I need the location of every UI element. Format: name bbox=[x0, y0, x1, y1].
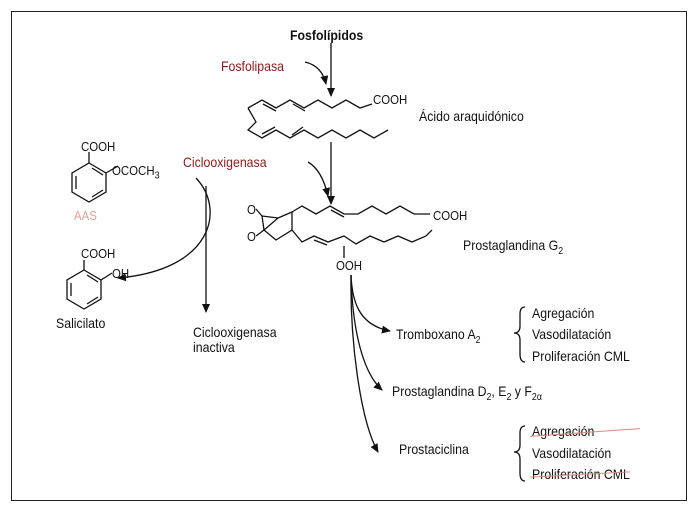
ring-o2: O bbox=[247, 229, 256, 244]
arrow-to-prostaglandins bbox=[350, 274, 383, 391]
tx-effect-aggregation: Agregación bbox=[532, 305, 595, 321]
label-arachidonic-acid: Ácido araquidónico bbox=[419, 108, 524, 124]
label-inactive-cox-line2: inactiva bbox=[193, 339, 235, 355]
label-pgg2: Prostaglandina G2 bbox=[463, 237, 564, 257]
salicylate-structure bbox=[66, 260, 113, 310]
label-salicylate: Salicilato bbox=[56, 315, 106, 331]
arrow-phospholipase bbox=[304, 61, 329, 85]
tx-effect-vasodilation: Vasodilatación bbox=[532, 326, 612, 342]
tx-effect-proliferation: Proliferación CML bbox=[532, 348, 630, 364]
label-inactive-cox-line1: Ciclooxigenasa bbox=[193, 324, 277, 340]
aas-structure bbox=[71, 152, 119, 203]
aas-cooh: COOH bbox=[81, 139, 116, 154]
arrow-to-prostacyclin bbox=[350, 274, 379, 453]
pgg2-structure bbox=[255, 205, 433, 258]
arachidonic-acid-structure bbox=[246, 99, 389, 139]
aa-cooh: COOH bbox=[373, 92, 408, 107]
enzyme-cyclooxygenase: Ciclooxigenasa bbox=[183, 154, 267, 170]
arrow-to-thromboxane bbox=[350, 274, 391, 334]
pgg2-ooh: OOH bbox=[336, 258, 363, 273]
figure-frame bbox=[11, 11, 687, 501]
label-prostaglandins: Prostaglandina D2, E2 y F2α bbox=[392, 383, 542, 403]
aas-ococh3: OCOCH3 bbox=[112, 163, 160, 182]
label-aas: AAS bbox=[74, 208, 97, 223]
arrow-cyclooxygenase bbox=[307, 161, 331, 197]
label-thromboxane: Tromboxano A2 bbox=[396, 326, 481, 346]
title-phospholipids: Fosfolípidos bbox=[290, 27, 364, 43]
sal-cooh: COOH bbox=[81, 246, 116, 261]
pgg2-cooh: COOH bbox=[433, 208, 468, 223]
ring-o1: O bbox=[247, 202, 256, 217]
pgi-effect-vasodilation: Vasodilatación bbox=[532, 445, 612, 461]
arrow-aas-to-salicylate bbox=[117, 177, 211, 282]
brace-prostacyclin bbox=[513, 425, 526, 482]
brace-thromboxane bbox=[513, 306, 526, 363]
enzyme-phospholipase: Fosfolipasa bbox=[221, 58, 285, 74]
sal-oh: OH bbox=[112, 266, 130, 281]
label-prostacyclin: Prostaciclina bbox=[399, 441, 469, 457]
